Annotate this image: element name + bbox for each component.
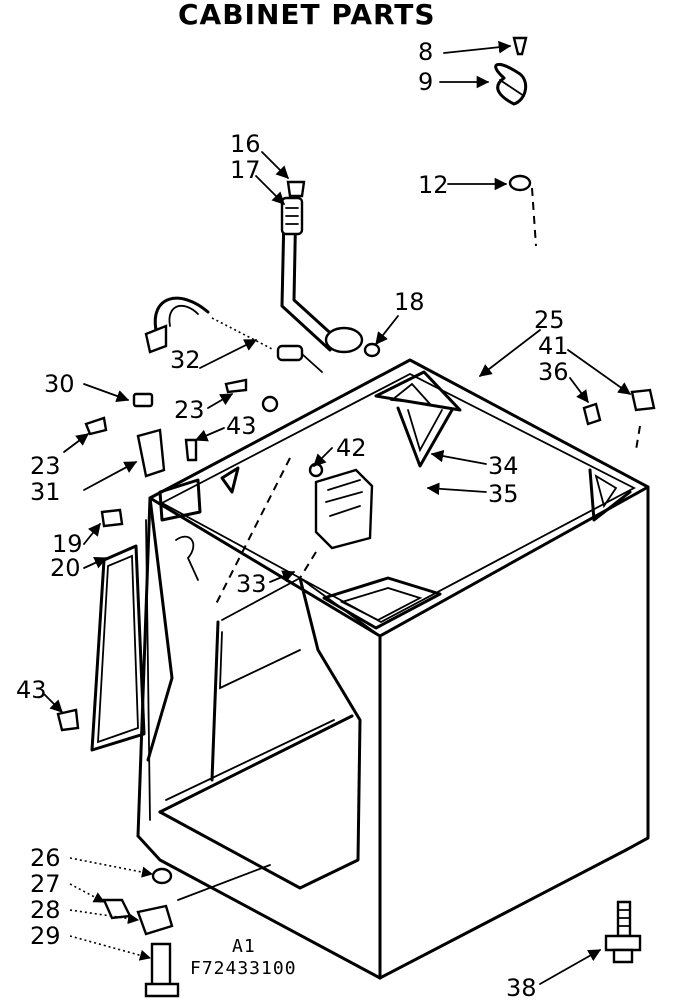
callout-35: 35 [488,480,519,508]
control-switch [215,457,374,605]
model-code-line1: A1 [232,936,256,957]
callout-25: 25 [534,306,565,334]
hose-clamp [494,36,537,247]
wire-harness [84,296,323,478]
callout-42: 42 [336,434,367,462]
callout-17: 17 [230,156,261,184]
callout-12: 12 [418,171,449,199]
callout-41: 41 [538,332,569,360]
callout-26: 26 [30,844,61,872]
callout-23a: 23 [174,396,205,424]
callout-8: 8 [418,38,433,66]
callout-29: 29 [30,922,61,950]
diagram-title: CABINET PARTS [178,0,436,31]
callout-labels: 8 9 12 16 17 18 25 41 36 30 32 23 43 42 … [16,38,569,1002]
callout-38: 38 [506,974,537,1002]
callout-31: 31 [30,478,61,506]
rear-fasteners [582,388,656,451]
access-panel [56,508,199,752]
callout-36: 36 [538,358,569,386]
callout-28: 28 [30,896,61,924]
callout-9: 9 [418,68,433,96]
callout-20: 20 [50,554,81,582]
callout-43a: 43 [226,412,257,440]
callout-18: 18 [394,288,425,316]
callout-30: 30 [44,370,75,398]
callout-32: 32 [170,346,201,374]
callout-arrows [43,40,632,985]
hose-assembly [280,180,381,358]
feet [102,867,642,998]
callout-23b: 23 [30,452,61,480]
callout-43b: 43 [16,676,47,704]
callout-34: 34 [488,452,519,480]
callout-16: 16 [230,130,261,158]
callout-33: 33 [236,570,267,598]
callout-19: 19 [52,530,83,558]
model-code-line2: F72433100 [190,958,297,979]
cabinet-body [136,358,650,980]
callout-27: 27 [30,870,61,898]
